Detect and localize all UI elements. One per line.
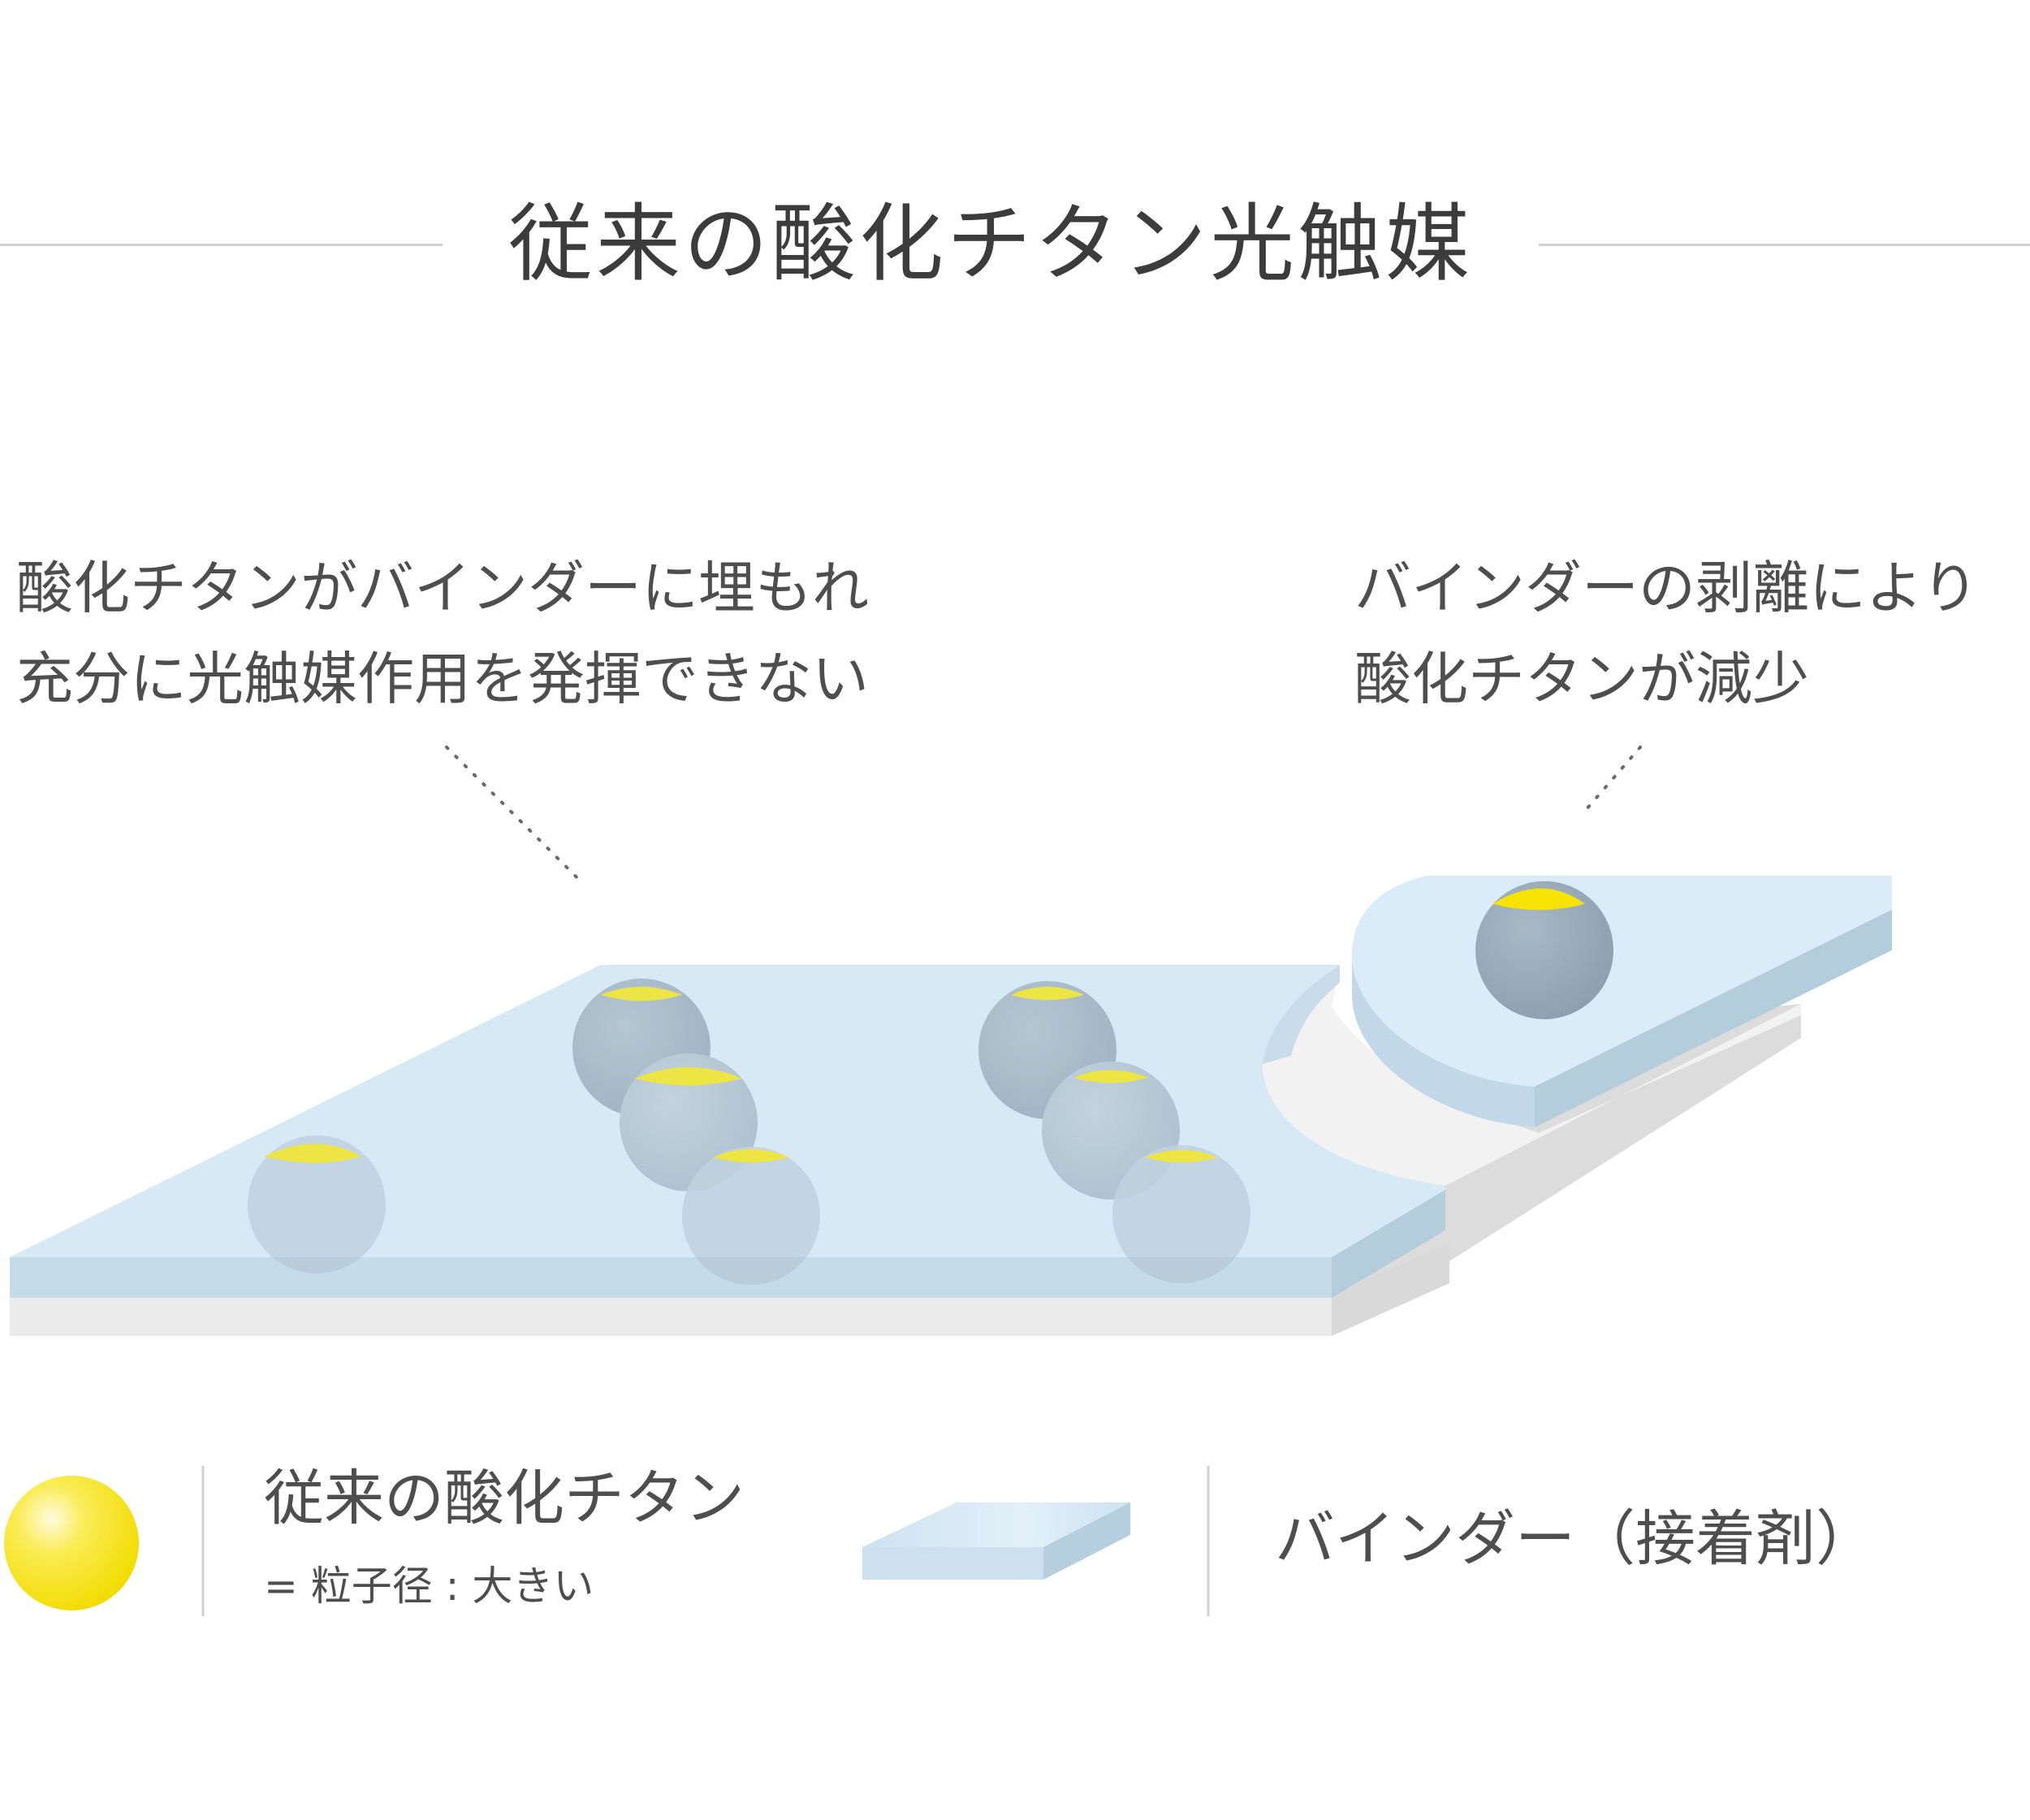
tio2-exposed-cap — [264, 1143, 361, 1163]
tio2-particle — [682, 1147, 820, 1285]
callout-peeling-line1: バインダーの剥離により — [1354, 555, 1979, 621]
tio2-particle — [1475, 881, 1613, 1019]
callout-embedded-line1: 酸化チタンがバインダーに埋もれ — [16, 555, 869, 621]
tio2-exposed-cap — [1011, 987, 1084, 1001]
callout-embedded-line2: 充分に光触媒作用を発揮できない — [16, 646, 869, 712]
legend-tio2-sublabel: = 粒子径 : 大きい — [264, 1563, 594, 1610]
legend-tio2-label: 従来の酸化チタン — [264, 1463, 745, 1533]
callout-embedded: 酸化チタンがバインダーに埋もれ 充分に光触媒作用を発揮できない — [16, 543, 869, 724]
tio2-exposed-cap — [713, 1149, 789, 1163]
legend-binder-label: バインダー（接着剤） — [1275, 1504, 1876, 1574]
title-rule-right — [1539, 244, 2030, 246]
tio2-exposed-cap — [1492, 888, 1585, 910]
callout-peeling-line2: 酸化チタンが減少 — [1354, 646, 1809, 712]
embedded-particles — [248, 979, 1250, 1285]
tio2-particle — [248, 1135, 386, 1273]
legend-binder-icon — [862, 1502, 1130, 1580]
title-rule-left — [0, 244, 443, 246]
leader-line-left — [445, 746, 582, 883]
tio2-particle — [1112, 1145, 1250, 1283]
title-bar: 従来の酸化チタン光触媒 — [0, 187, 2030, 309]
callout-peeling: バインダーの剥離により 酸化チタンが減少 — [1354, 543, 1979, 724]
tio2-exposed-cap — [601, 987, 682, 1001]
diagram-title: 従来の酸化チタン光触媒 — [508, 194, 1473, 293]
peeled-binder-flake — [1352, 875, 1892, 1127]
tio2-exposed-cap — [1073, 1070, 1148, 1083]
binder-overlay — [10, 965, 1445, 1257]
tio2-exposed-cap — [635, 1067, 742, 1086]
tio2-exposed-cap — [1145, 1150, 1218, 1163]
legend-tio2-icon — [4, 1476, 139, 1610]
leader-line-right — [1586, 746, 1642, 810]
